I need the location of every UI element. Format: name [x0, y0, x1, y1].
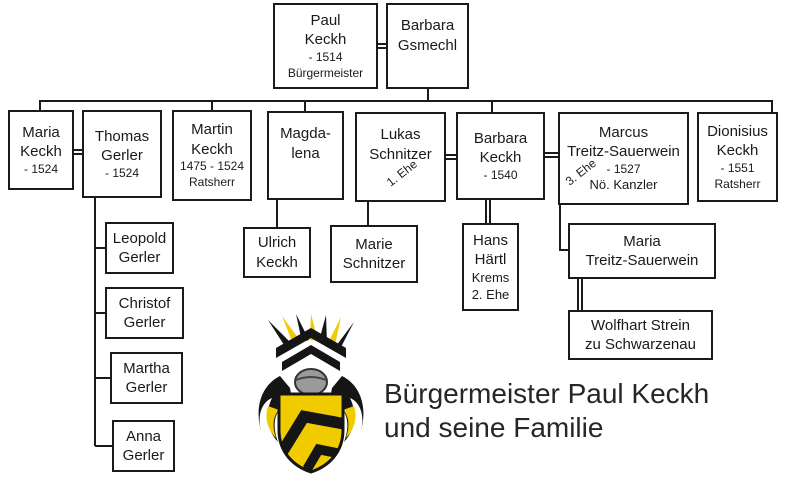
person-dates: - 1527: [606, 161, 641, 176]
marriage-order-label: 2. Ehe: [471, 286, 510, 302]
person-name: Keckh: [479, 149, 522, 167]
person-dates: - 1540: [483, 167, 518, 182]
person-name: Keckh: [256, 253, 298, 271]
person-name: Maria: [22, 123, 60, 141]
person-box-hans-haertl: Hans Härtl Krems 2. Ehe: [462, 223, 519, 311]
drop-maria-treitz: [559, 204, 568, 251]
marriage-line-barbara-marcus: [544, 152, 558, 158]
person-name: Martha: [123, 359, 170, 377]
person-name: Gsmechl: [397, 36, 458, 54]
crest-shield: [277, 392, 345, 474]
person-box-maria-keckh: Maria Keckh - 1524: [8, 110, 74, 190]
person-name: Gerler: [118, 249, 161, 266]
person-name: Barbara: [473, 129, 528, 147]
children-bus-line: [39, 100, 773, 112]
person-name: Wolfhart Strein: [591, 316, 690, 334]
person-name: Martin: [191, 121, 233, 139]
person-name: Leopold: [112, 229, 167, 247]
person-name: Keckh: [716, 142, 759, 160]
diagram-title-line2: und seine Familie: [384, 411, 604, 443]
person-name: Schnitzer: [342, 255, 406, 272]
person-box-magdalena: Magda- lena: [267, 111, 344, 200]
person-name: Dionisius: [707, 122, 768, 140]
person-box-martha-gerler: Martha Gerler: [110, 352, 183, 404]
marriage-line-maria-wolfhart: [577, 278, 583, 310]
person-name: Ulrich: [257, 234, 297, 251]
person-box-barbara-keckh: Barbara Keckh - 1540: [456, 112, 545, 200]
marriage-line-maria-thomas: [73, 149, 82, 155]
person-name: lena: [291, 144, 320, 162]
person-box-lukas-schnitzer: Lukas Schnitzer 1. Ehe: [355, 112, 446, 202]
diagram-title: Bürgermeister Paul Keckh und seine Famil…: [384, 377, 709, 444]
person-name: Christof: [118, 294, 171, 312]
person-name: Gerler: [123, 314, 166, 331]
person-box-marcus-treitz-sauerwein: Marcus Treitz-Sauerwein - 1527 Nö. Kanzl…: [558, 112, 689, 205]
person-name: Hans: [472, 231, 509, 249]
person-box-thomas-gerler: Thomas Gerler - 1524: [82, 110, 162, 198]
person-box-wolfhart-strein: Wolfhart Strein zu Schwarzenau: [568, 310, 713, 360]
person-name: Maria: [623, 232, 661, 250]
person-name: zu Schwarzenau: [585, 336, 696, 353]
crest-chevrons: [276, 328, 346, 371]
person-place: Krems: [471, 269, 510, 285]
person-box-maria-treitz-sauerwein: Maria Treitz-Sauerwein: [568, 223, 716, 279]
person-box-leopold-gerler: Leopold Gerler: [105, 222, 174, 274]
person-name: Magda-: [280, 125, 331, 142]
gerler-children-trunk: [94, 197, 112, 447]
crest-helmet: [294, 368, 328, 396]
person-name: Keckh: [191, 140, 233, 158]
person-box-anna-gerler: Anna Gerler: [112, 420, 175, 472]
person-name: Keckh: [20, 143, 62, 161]
person-name: Marcus: [598, 123, 649, 141]
person-box-ulrich-keckh: Ulrich Keckh: [243, 227, 311, 278]
person-title: Bürgermeister: [287, 65, 364, 80]
person-name: Marie: [355, 235, 393, 253]
person-name: Lukas: [380, 126, 421, 143]
person-box-dionisius-keckh: Dionisius Keckh - 1551 Ratsherr: [697, 112, 778, 202]
keckh-coat-of-arms-icon: [258, 314, 364, 474]
marriage-line-lukas-barbara: [445, 154, 456, 160]
marriage-line-paul-barbara: [377, 43, 386, 49]
person-name: Paul: [310, 11, 341, 29]
person-box-marie-schnitzer: Marie Schnitzer: [330, 225, 418, 283]
person-name: Thomas: [94, 127, 150, 145]
marriage-line-barbara-hans: [485, 200, 491, 223]
person-name: Barbara: [400, 17, 455, 34]
shield-chevronels: [279, 410, 343, 472]
person-name: Gerler: [122, 447, 165, 464]
person-title: Nö. Kanzler: [589, 177, 658, 193]
person-name: Gerler: [101, 147, 143, 165]
person-dates: - 1524: [104, 165, 140, 180]
person-dates: - 1524: [23, 161, 59, 176]
person-name: Gerler: [125, 379, 168, 396]
person-box-christof-gerler: Christof Gerler: [105, 287, 184, 339]
diagram-title-line1: Bürgermeister Paul Keckh: [384, 378, 710, 409]
person-name: Anna: [125, 427, 162, 445]
person-dates: 1475 - 1524: [179, 159, 245, 174]
person-name: Treitz-Sauerwein: [585, 252, 699, 269]
person-name: Keckh: [304, 31, 347, 49]
person-dates: - 1514: [308, 49, 343, 64]
person-name: Treitz-Sauerwein: [567, 143, 680, 161]
person-dates: - 1551: [720, 160, 755, 175]
person-name: Schnitzer: [369, 145, 432, 163]
person-box-paul-keckh: Paul Keckh - 1514 Bürgermeister: [273, 3, 378, 89]
person-box-martin-keckh: Martin Keckh 1475 - 1524 Ratsherr: [172, 110, 252, 201]
person-box-barbara-gsmechl: Barbara Gsmechl: [386, 3, 469, 89]
person-name: Härtl: [474, 251, 507, 269]
person-title: Ratsherr: [714, 176, 761, 191]
person-title: Ratsherr: [188, 175, 235, 189]
